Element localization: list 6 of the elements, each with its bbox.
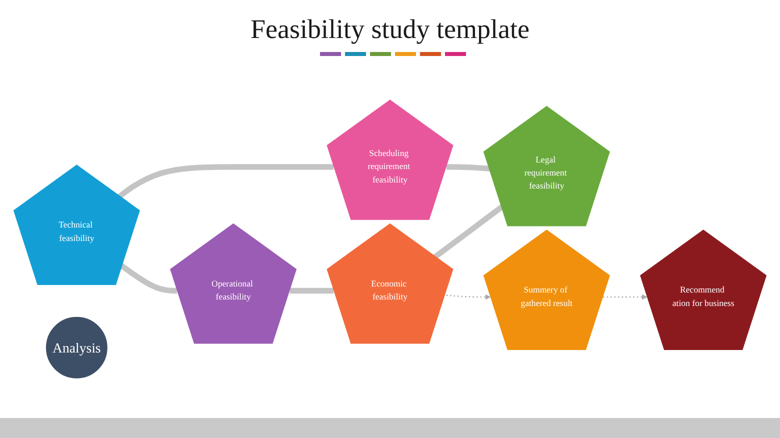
arrow [603,294,648,300]
arrow [446,294,491,300]
node-circle: Analysis [46,316,108,378]
connector [446,164,490,172]
title: Feasibility study template [250,13,530,46]
connector [290,288,334,294]
